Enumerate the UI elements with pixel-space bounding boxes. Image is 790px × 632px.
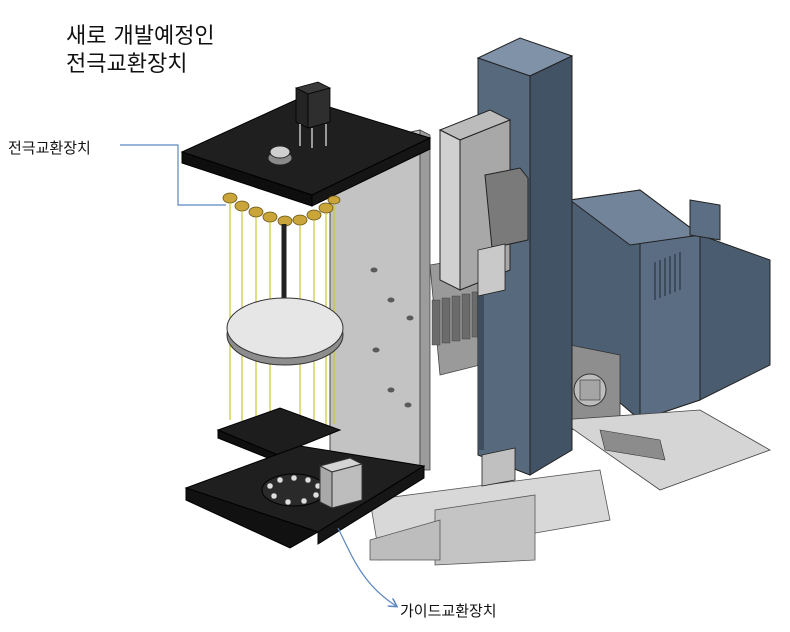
diagram-title-line-1: 새로 개발예정인 (66, 24, 215, 49)
lower-plate (216, 407, 342, 463)
callout-electrode-changer: 전극교환장치 (8, 137, 91, 158)
leader-line-guide-changer (337, 527, 396, 606)
spindle-head (438, 109, 529, 487)
guide-carousel (261, 473, 327, 507)
servo-motor (294, 81, 332, 148)
vent-grille (654, 252, 681, 300)
machine-base (369, 469, 611, 566)
middle-disc (226, 297, 344, 366)
guide-motor-box (318, 457, 364, 509)
diagram-title-line-2: 전극교환장치 (66, 52, 188, 77)
top-gear (267, 145, 293, 166)
leader-line-electrode-changer (120, 144, 226, 206)
lower-carriage (558, 344, 771, 491)
top-plate (180, 97, 432, 207)
callout-guide-changer: 가이드교환장치 (400, 600, 497, 621)
